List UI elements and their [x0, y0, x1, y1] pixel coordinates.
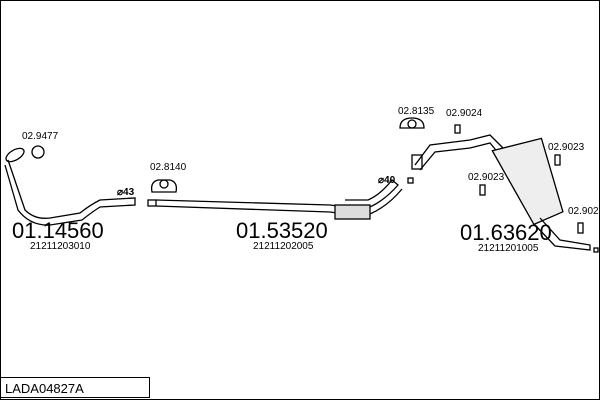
- part-number: 01.63620: [460, 220, 552, 245]
- accessory-label: 02.9024: [568, 206, 600, 217]
- diagram-title: LADA04827A: [0, 377, 150, 398]
- diameter-label: ⌀43: [117, 187, 135, 198]
- part-number: 01.14560: [12, 218, 104, 243]
- oe-number: 21211201005: [478, 243, 539, 254]
- rear-muffler-drawing: [399, 117, 599, 253]
- accessory-label: 02.9023: [468, 172, 505, 183]
- accessory-label: 02.8135: [398, 106, 435, 117]
- accessory-label: 02.9024: [446, 108, 483, 119]
- accessory-label: 02.9023: [548, 142, 585, 153]
- middle-pipe-drawing: [147, 179, 403, 220]
- front-pipe-drawing: [4, 145, 136, 226]
- diameter-label: ⌀40: [378, 175, 396, 186]
- part-number: 01.53520: [236, 218, 328, 243]
- oe-number: 21211203010: [30, 241, 91, 252]
- accessory-label: 02.9477: [22, 131, 59, 142]
- accessory-label: 02.8140: [150, 162, 187, 173]
- oe-number: 21211202005: [253, 241, 314, 252]
